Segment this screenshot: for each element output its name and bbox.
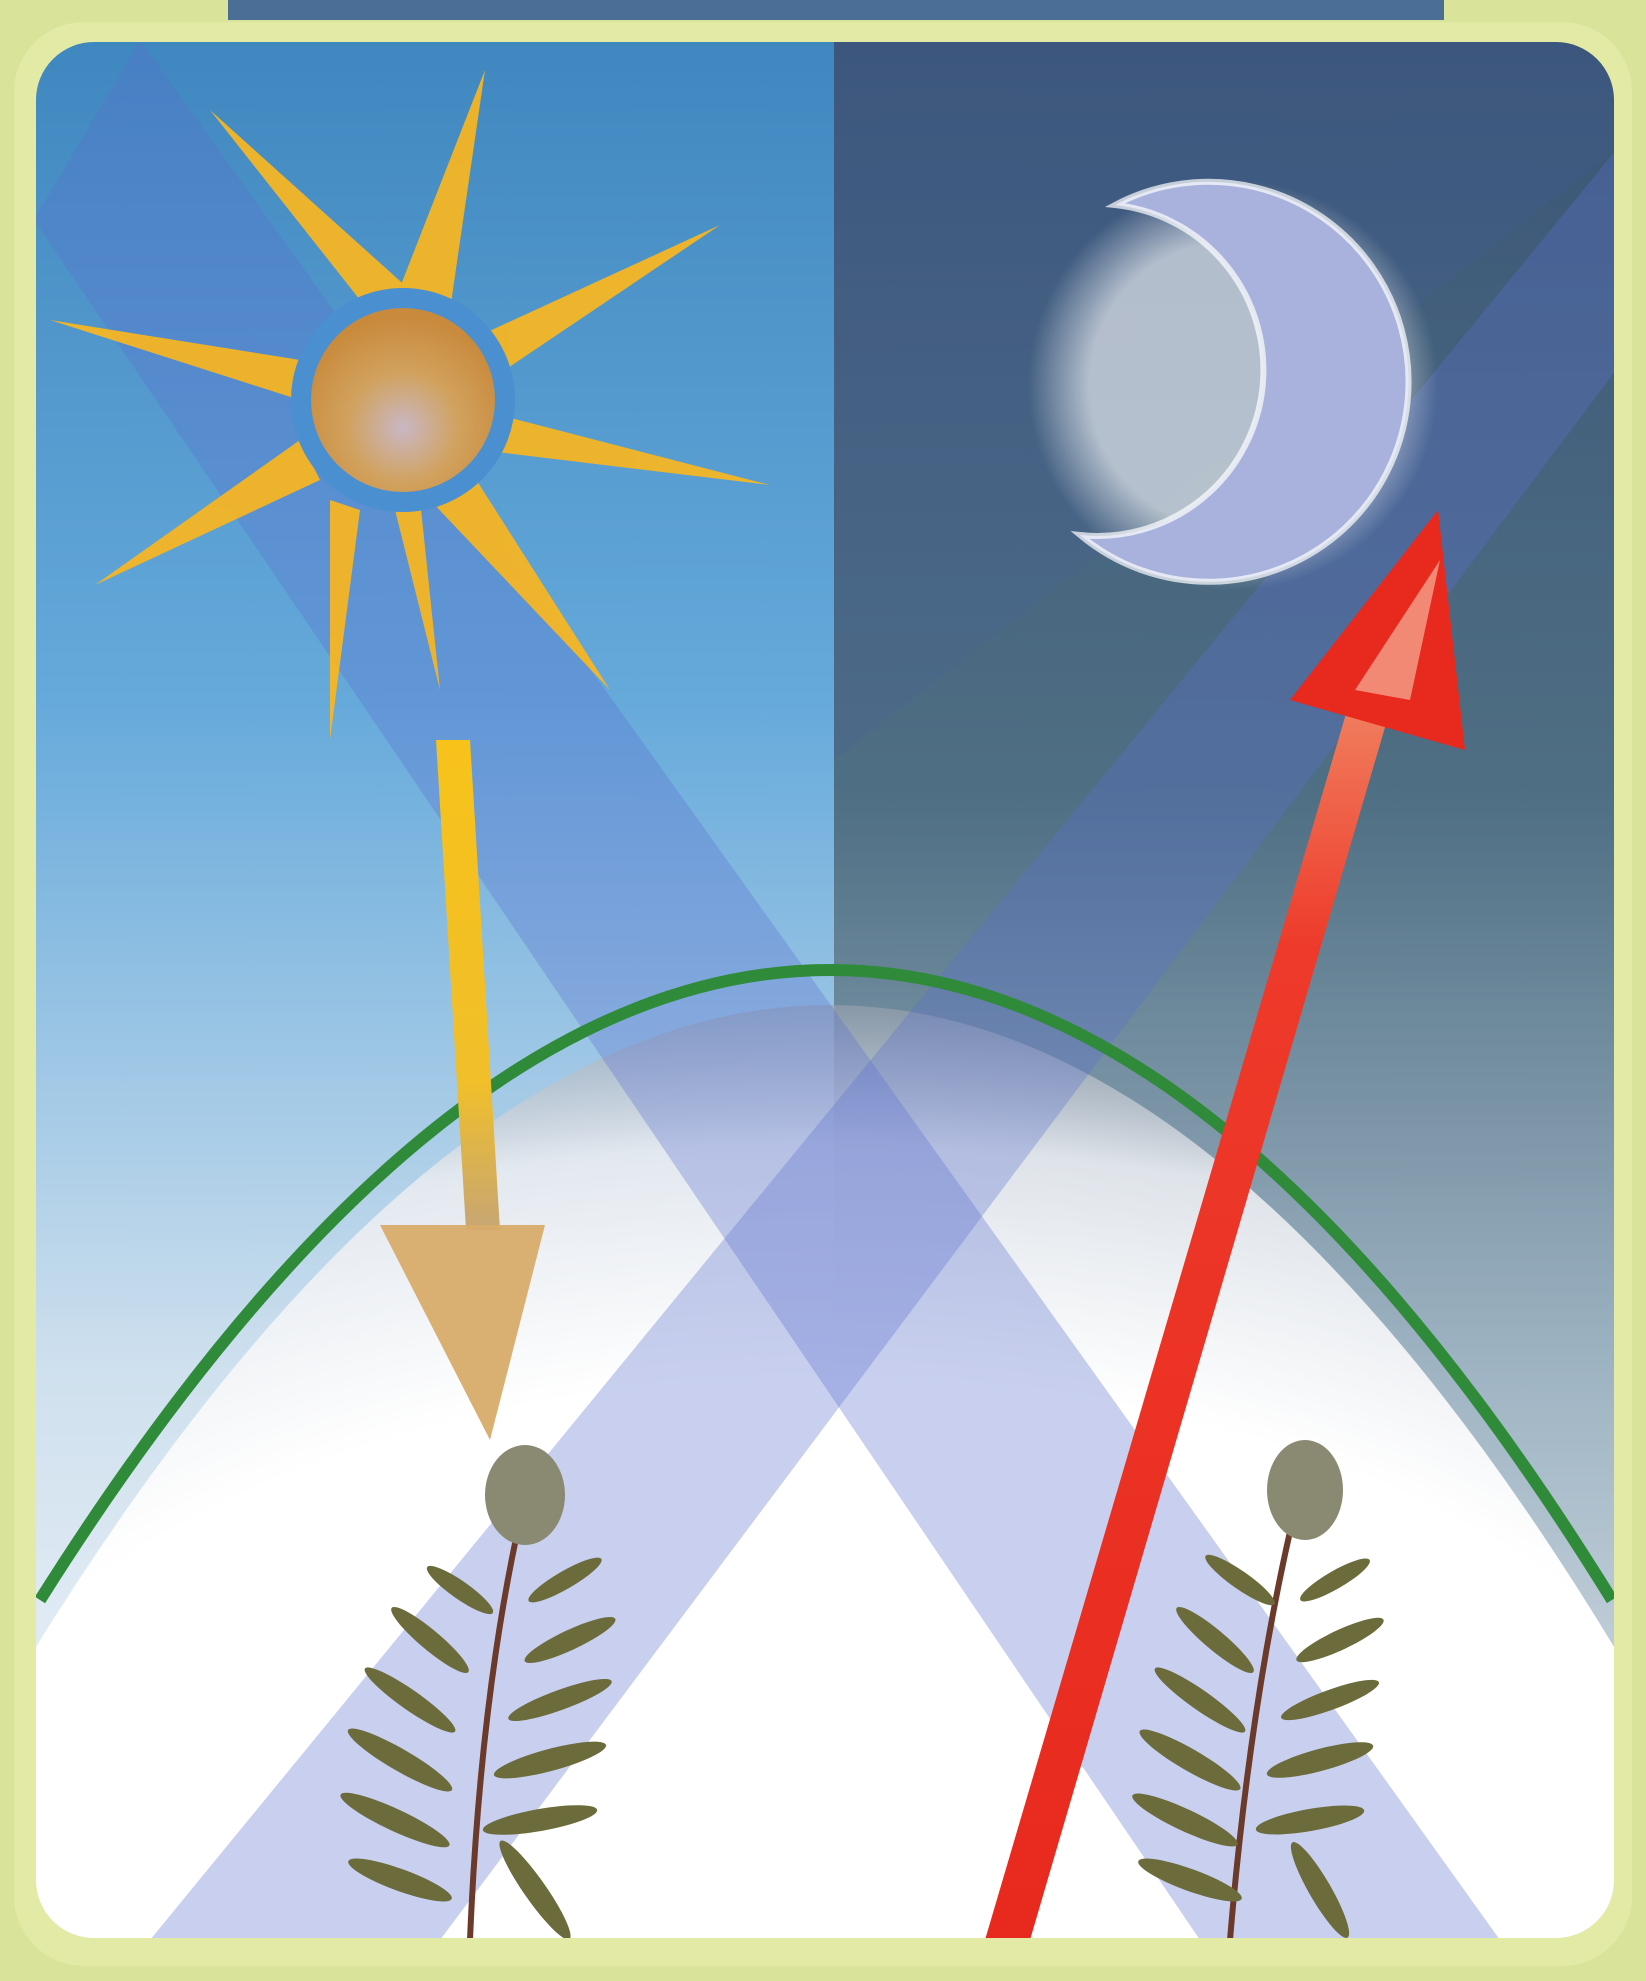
crescent-moon-icon <box>1028 180 1438 590</box>
header-bar <box>228 0 1444 20</box>
